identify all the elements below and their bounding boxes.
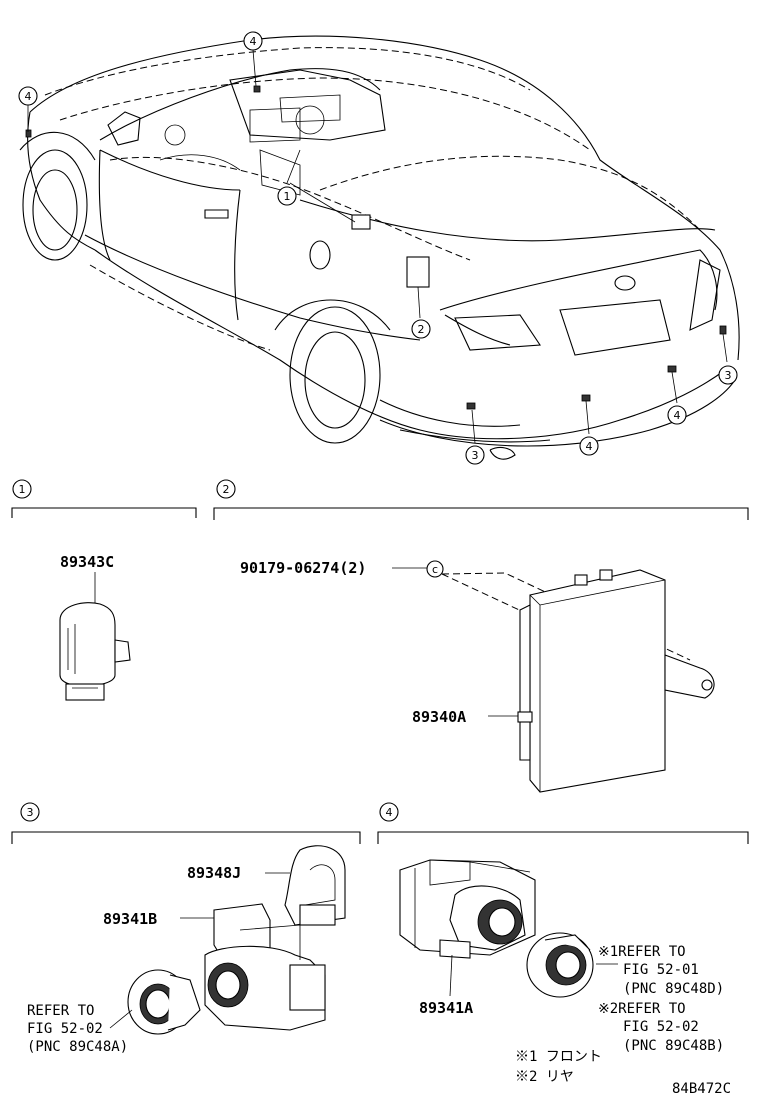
callout-4-bumper-right: 4: [667, 405, 687, 425]
svg-text:3: 3: [472, 449, 479, 462]
car-illustration: [19, 35, 740, 460]
section-4-number: 4: [386, 806, 393, 819]
refer-3-line-2: FIG 52-02: [27, 1021, 103, 1037]
part-89340A-drawing: [517, 569, 715, 793]
part-89341B-drawing: [204, 903, 326, 1031]
refer-4a-line-1: ※1REFER TO: [598, 944, 686, 960]
part-89348J-label: 89348J: [187, 864, 241, 882]
refer-4a-line-3: (PNC 89C48D): [623, 981, 724, 997]
callout-leaders: [27, 49, 728, 444]
callout-4-bumper-center: 4: [579, 436, 599, 456]
diagram-code: 84B472C: [672, 1081, 731, 1097]
svg-text:2: 2: [418, 323, 425, 336]
svg-text:1: 1: [284, 190, 291, 203]
callout-2-trunk: 2: [411, 319, 431, 339]
section-2: 2 90179-06274(2) c 89340A: [213, 479, 749, 793]
callout-1-dash: 1: [277, 186, 297, 206]
section-4: 4 89341A ※1REFER TO FIG 52-01 (PNC 89C48…: [377, 802, 749, 1085]
svg-text:c: c: [432, 563, 438, 576]
section-1: 1 89343C: [11, 479, 197, 701]
callout-3-bumper-left: 3: [465, 445, 485, 465]
callout-3-bumper-right: 3: [718, 365, 738, 385]
svg-text:4: 4: [674, 409, 681, 422]
refer-4b-line-2: FIG 52-02: [623, 1019, 699, 1035]
part-89341A-drawing: [399, 859, 536, 959]
part-89343C-drawing: [59, 602, 131, 701]
section-3: 3 89348J 89341B REFER TO FIG 52-02 (PNC …: [11, 802, 361, 1055]
refer-4a-line-2: FIG 52-01: [623, 962, 699, 978]
svg-text:3: 3: [725, 369, 732, 382]
svg-text:4: 4: [250, 35, 257, 48]
part-89341A-label: 89341A: [419, 999, 473, 1017]
refer-4b-line-1: ※2REFER TO: [598, 1001, 686, 1017]
refer-3-line-1: REFER TO: [27, 1003, 94, 1019]
part-89343C-label: 89343C: [60, 553, 114, 571]
ring-89C48A-drawing: [127, 969, 201, 1035]
bolt-drawing: [426, 560, 444, 578]
svg-text:4: 4: [25, 90, 32, 103]
svg-text:4: 4: [586, 440, 593, 453]
section-1-number: 1: [19, 483, 26, 496]
note-1: ※1 フロント: [515, 1049, 602, 1065]
refer-3-line-3: (PNC 89C48A): [27, 1039, 128, 1055]
callout-4-top: 4: [243, 31, 263, 51]
part-89341B-label: 89341B: [103, 910, 157, 928]
car-callouts: 4 4 1 2 3 3 4 4: [18, 31, 738, 465]
note-2: ※2 リヤ: [515, 1069, 574, 1085]
part-89348J-drawing: [284, 845, 346, 926]
section-2-number: 2: [223, 483, 230, 496]
callout-4-left: 4: [18, 86, 38, 106]
bolt-90179-06274-label: 90179-06274(2): [240, 559, 366, 577]
section-3-number: 3: [27, 806, 34, 819]
ring-89C48D-drawing: [526, 932, 594, 998]
part-89340A-label: 89340A: [412, 708, 466, 726]
refer-4b-line-3: (PNC 89C48B): [623, 1038, 724, 1054]
